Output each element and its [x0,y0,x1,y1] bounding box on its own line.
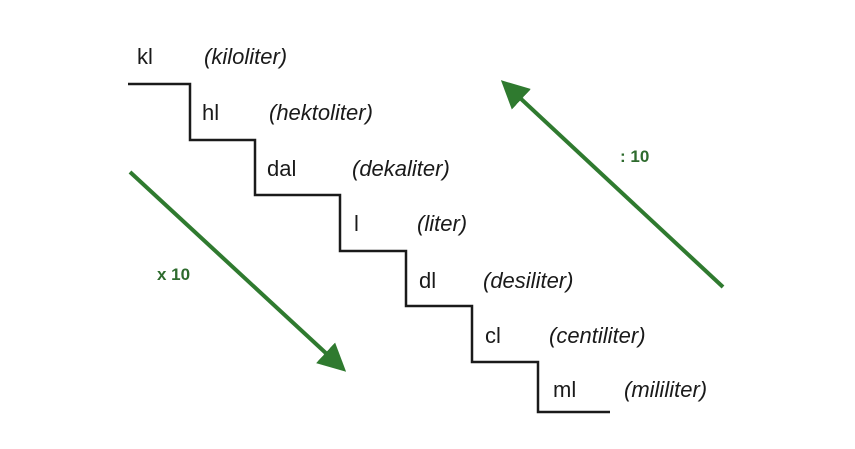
unit-abbr: ml [553,377,577,402]
unit-dal: dal (dekaliter) [267,156,450,181]
divide-factor-label: : 10 [620,147,650,166]
unit-abbr: cl [485,323,501,348]
unit-l: l (liter) [354,211,467,236]
unit-abbr: dl [419,268,437,293]
unit-full-name: (centiliter) [549,323,646,348]
unit-abbr: hl [202,100,220,125]
unit-full-name: (hektoliter) [269,100,373,125]
unit-full-name: (kiloliter) [204,44,288,69]
unit-dl: dl (desiliter) [419,268,573,293]
unit-kl: kl (kiloliter) [137,44,287,69]
unit-hl: hl (hektoliter) [202,100,373,125]
unit-full-name: (dekaliter) [352,156,450,181]
multiply-factor-label: x 10 [157,265,191,284]
unit-abbr: l [354,211,359,236]
unit-abbr: kl [137,44,153,69]
staircase-line [128,82,610,414]
unit-cl: cl (centiliter) [485,323,646,348]
unit-ml: ml (mililiter) [553,377,707,402]
multiply-arrow [128,170,347,372]
divide-arrow [500,80,725,289]
unit-abbr: dal [267,156,297,181]
unit-full-name: (mililiter) [624,377,708,402]
unit-full-name: (desiliter) [483,268,574,293]
unit-full-name: (liter) [417,211,468,236]
